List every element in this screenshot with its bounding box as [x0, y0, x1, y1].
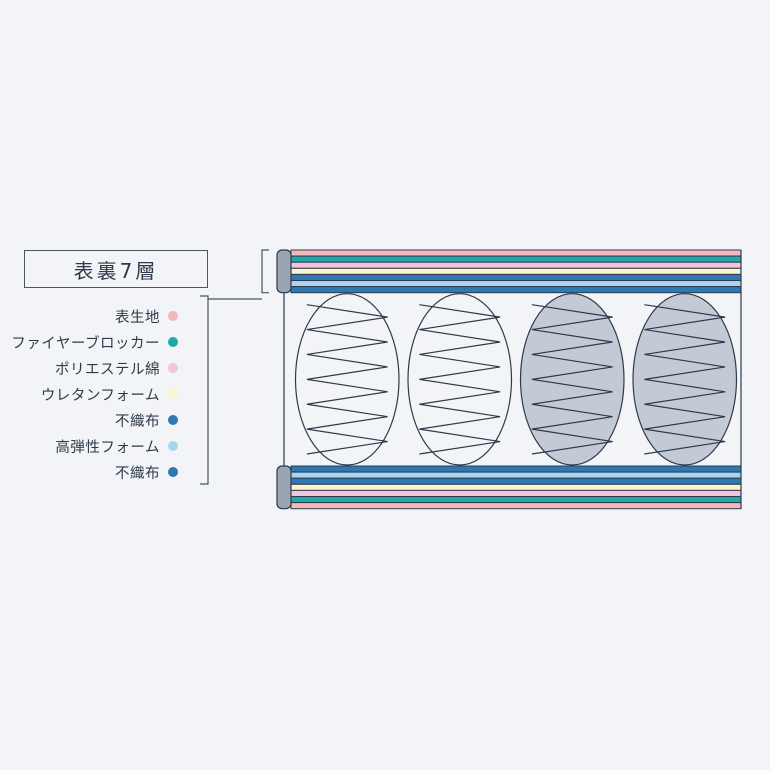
legend-item: 高弾性フォーム — [55, 436, 178, 456]
layer-band — [290, 477, 742, 485]
legend-label: 表生地 — [115, 309, 160, 326]
legend-swatch — [168, 467, 178, 477]
pocket-coil-row — [294, 293, 738, 466]
legend-swatch — [168, 415, 178, 425]
legend-swatch — [168, 389, 178, 399]
layer-band — [290, 267, 742, 275]
legend-label: ファイヤーブロッカー — [11, 335, 160, 352]
layer-band — [290, 273, 742, 281]
legend-item: ウレタンフォーム — [41, 384, 178, 404]
legend-item: 不織布 — [115, 462, 178, 482]
legend-swatch — [168, 441, 178, 451]
layer-band — [290, 249, 742, 257]
legend-label: 不織布 — [115, 413, 160, 430]
layer-band — [290, 496, 742, 504]
legend-swatch — [168, 311, 178, 321]
legend-swatch — [168, 363, 178, 373]
legend-label: 高弾性フォーム — [55, 439, 160, 456]
coil-spring — [531, 304, 613, 455]
legend-item: ポリエステル綿 — [55, 358, 178, 378]
legend-label: 不織布 — [115, 465, 160, 482]
layer-band — [290, 261, 742, 269]
coil-spring — [306, 304, 388, 455]
layer-band — [290, 489, 742, 497]
legend-bracket-line — [200, 295, 209, 485]
legend-item: 不織布 — [115, 410, 178, 430]
coil-spring — [419, 304, 501, 455]
bottom-layer-stack — [290, 465, 742, 510]
coil-spring — [644, 304, 726, 455]
layer-band — [290, 483, 742, 491]
legend-item: ファイヤーブロッカー — [11, 332, 178, 352]
pocket-coil — [294, 293, 400, 466]
legend-label: ウレタンフォーム — [40, 387, 160, 404]
layer-bracket-line — [261, 249, 269, 294]
top-layer-stack — [290, 249, 742, 294]
layer-band — [290, 502, 742, 510]
coil-pocket — [407, 293, 513, 466]
top-end-cap — [276, 249, 292, 294]
pocket-coil — [407, 293, 513, 466]
layer-band — [290, 255, 742, 263]
mattress-frame — [276, 249, 742, 510]
pocket-coil — [519, 293, 625, 466]
legend-item: 表生地 — [115, 306, 178, 326]
bottom-end-cap — [276, 465, 292, 510]
layer-count-title: 表裏7層 — [24, 250, 208, 288]
layer-band — [290, 286, 742, 294]
layer-band — [290, 280, 742, 288]
legend-bracket — [200, 249, 269, 485]
coil-pocket — [294, 293, 400, 466]
pocket-coil — [632, 293, 738, 466]
coil-pocket — [632, 293, 738, 466]
layer-band — [290, 471, 742, 479]
layer-band — [290, 465, 742, 473]
legend-swatch — [168, 337, 178, 347]
coil-pocket — [519, 293, 625, 466]
legend-label: ポリエステル綿 — [55, 361, 160, 378]
